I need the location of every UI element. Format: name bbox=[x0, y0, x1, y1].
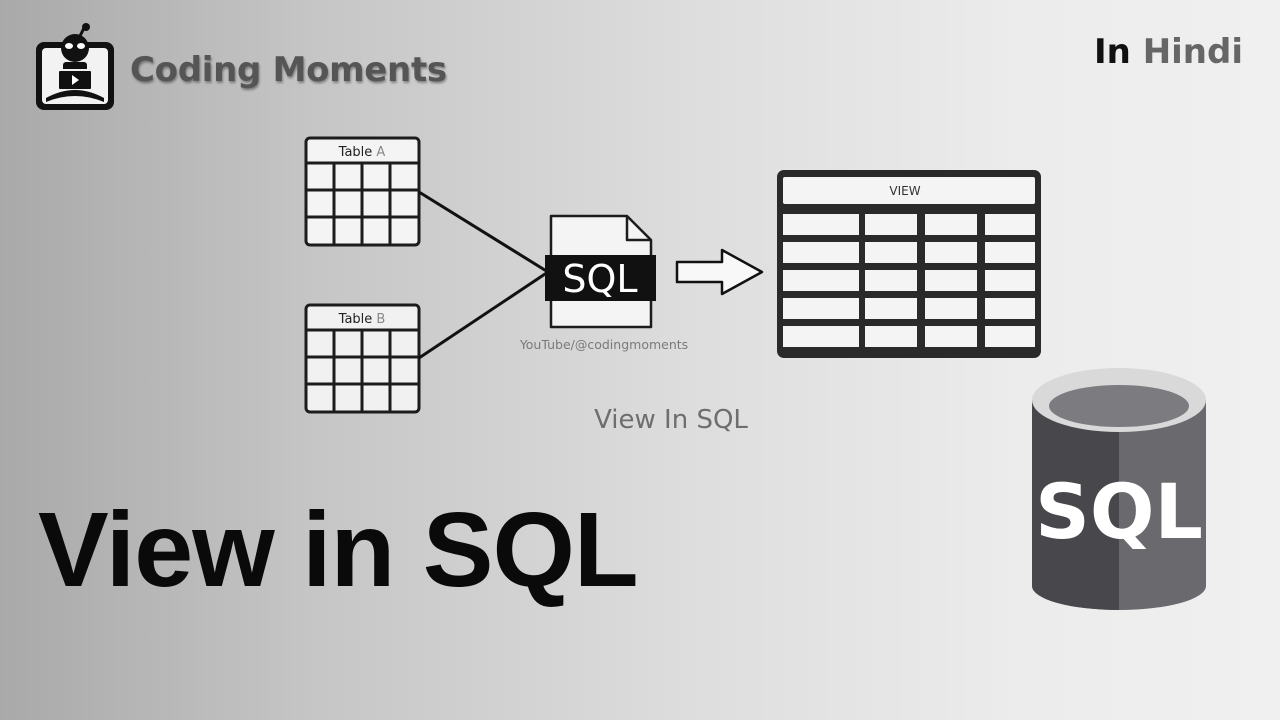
diagram-caption: View In SQL bbox=[594, 405, 748, 435]
connector-line-a bbox=[418, 190, 549, 274]
view-table-cell bbox=[925, 214, 977, 235]
view-table-cell bbox=[783, 326, 859, 347]
database-label: SQL bbox=[1035, 467, 1203, 556]
headline-title: View in SQL bbox=[38, 491, 639, 609]
table-b-icon: Table B bbox=[304, 303, 421, 414]
coding-moments-logo-icon bbox=[36, 23, 114, 110]
connector-line-b bbox=[418, 270, 549, 360]
view-table-cell bbox=[865, 326, 917, 347]
language-badge: In Hindi bbox=[1094, 32, 1243, 72]
view-table-cell bbox=[783, 270, 859, 291]
view-table-cell bbox=[925, 326, 977, 347]
svg-text:Table A: Table A bbox=[338, 145, 386, 160]
view-table-cell bbox=[783, 214, 859, 235]
view-table-cell bbox=[783, 298, 859, 319]
view-table-cell bbox=[925, 242, 977, 263]
view-table-cell bbox=[865, 298, 917, 319]
language-name: Hindi bbox=[1142, 32, 1243, 72]
view-table-cell bbox=[865, 270, 917, 291]
view-table-cell bbox=[985, 326, 1035, 347]
sql-file-label: SQL bbox=[562, 257, 637, 301]
table-a-label: Table bbox=[338, 145, 373, 160]
view-table-icon: VIEW bbox=[777, 170, 1041, 358]
arrow-right-icon bbox=[675, 248, 764, 296]
view-table-cell bbox=[865, 214, 917, 235]
language-prefix: In bbox=[1093, 32, 1131, 72]
table-a-letter: A bbox=[376, 145, 385, 160]
view-table-cell bbox=[865, 242, 917, 263]
table-b-letter: B bbox=[376, 312, 385, 327]
table-b-label: Table bbox=[338, 312, 373, 327]
view-table-cell bbox=[985, 270, 1035, 291]
sql-database-icon: SQL bbox=[1032, 368, 1206, 610]
view-table-cell bbox=[783, 242, 859, 263]
table-a-icon: Table A bbox=[304, 136, 421, 247]
view-table-cell bbox=[925, 270, 977, 291]
view-table-cell bbox=[985, 242, 1035, 263]
svg-text:Table B: Table B bbox=[338, 312, 386, 327]
watermark-text: YouTube/@codingmoments bbox=[519, 337, 688, 352]
brand-name: Coding Moments bbox=[130, 50, 447, 90]
view-table-label: VIEW bbox=[889, 184, 920, 198]
view-table-cell bbox=[925, 298, 977, 319]
sql-file-icon: SQL bbox=[545, 214, 656, 329]
view-table-cell bbox=[985, 214, 1035, 235]
view-table-cell bbox=[985, 298, 1035, 319]
